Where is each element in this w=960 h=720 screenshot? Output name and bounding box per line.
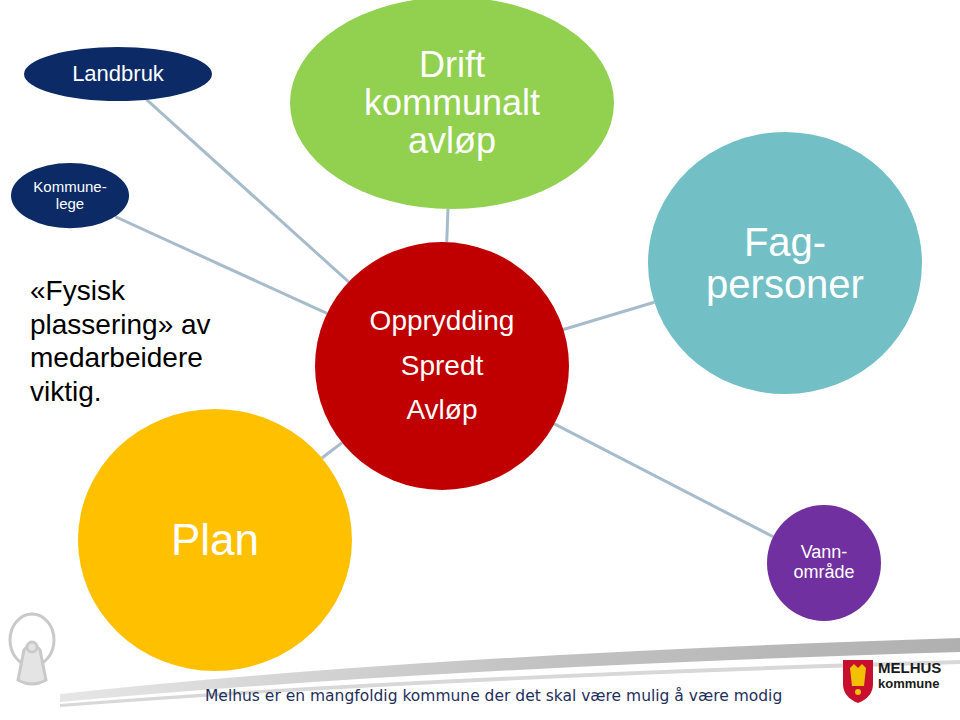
logo-subtitle: kommune bbox=[878, 677, 939, 690]
node-fill bbox=[290, 0, 614, 209]
footer-slogan: Melhus er en mangfoldig kommune der det … bbox=[205, 687, 782, 706]
note-text: «Fysisk plassering» av medarbeidere vikt… bbox=[30, 274, 250, 408]
center-circle: Opprydding Spredt Avløp bbox=[315, 242, 569, 490]
node-label: Drift kommunalt avløp bbox=[364, 46, 540, 159]
melhus-logo-shield bbox=[843, 660, 873, 703]
node-fill bbox=[24, 47, 212, 101]
node-fill bbox=[315, 242, 569, 490]
node-fill bbox=[11, 163, 129, 228]
topic-ellipse: Drift kommunalt avløp bbox=[290, 0, 614, 209]
topic-ellipse: Kommune- lege bbox=[11, 163, 129, 228]
node-label: Kommune- lege bbox=[33, 179, 106, 212]
topic-circle: Plan bbox=[78, 409, 352, 671]
node-fill bbox=[78, 409, 352, 671]
connector-line bbox=[554, 424, 773, 537]
topic-circle: Vann- område bbox=[767, 505, 881, 621]
topic-ellipse: Landbruk bbox=[24, 47, 212, 101]
connector-line bbox=[115, 217, 327, 314]
connector-line bbox=[322, 443, 342, 458]
topic-circle: Fag- personer bbox=[648, 132, 922, 394]
statue-icon bbox=[10, 614, 54, 684]
node-fill bbox=[767, 505, 881, 621]
connector-line bbox=[563, 302, 654, 329]
node-label: Fag- personer bbox=[706, 221, 864, 305]
connector-line bbox=[447, 209, 448, 242]
logo-name: MELHUS bbox=[878, 660, 941, 675]
node-label: Opprydding Spredt Avløp bbox=[370, 299, 515, 433]
node-label: Plan bbox=[171, 516, 259, 564]
node-label: Vann- område bbox=[793, 543, 854, 583]
node-label: Landbruk bbox=[72, 62, 164, 86]
node-fill bbox=[648, 132, 922, 394]
